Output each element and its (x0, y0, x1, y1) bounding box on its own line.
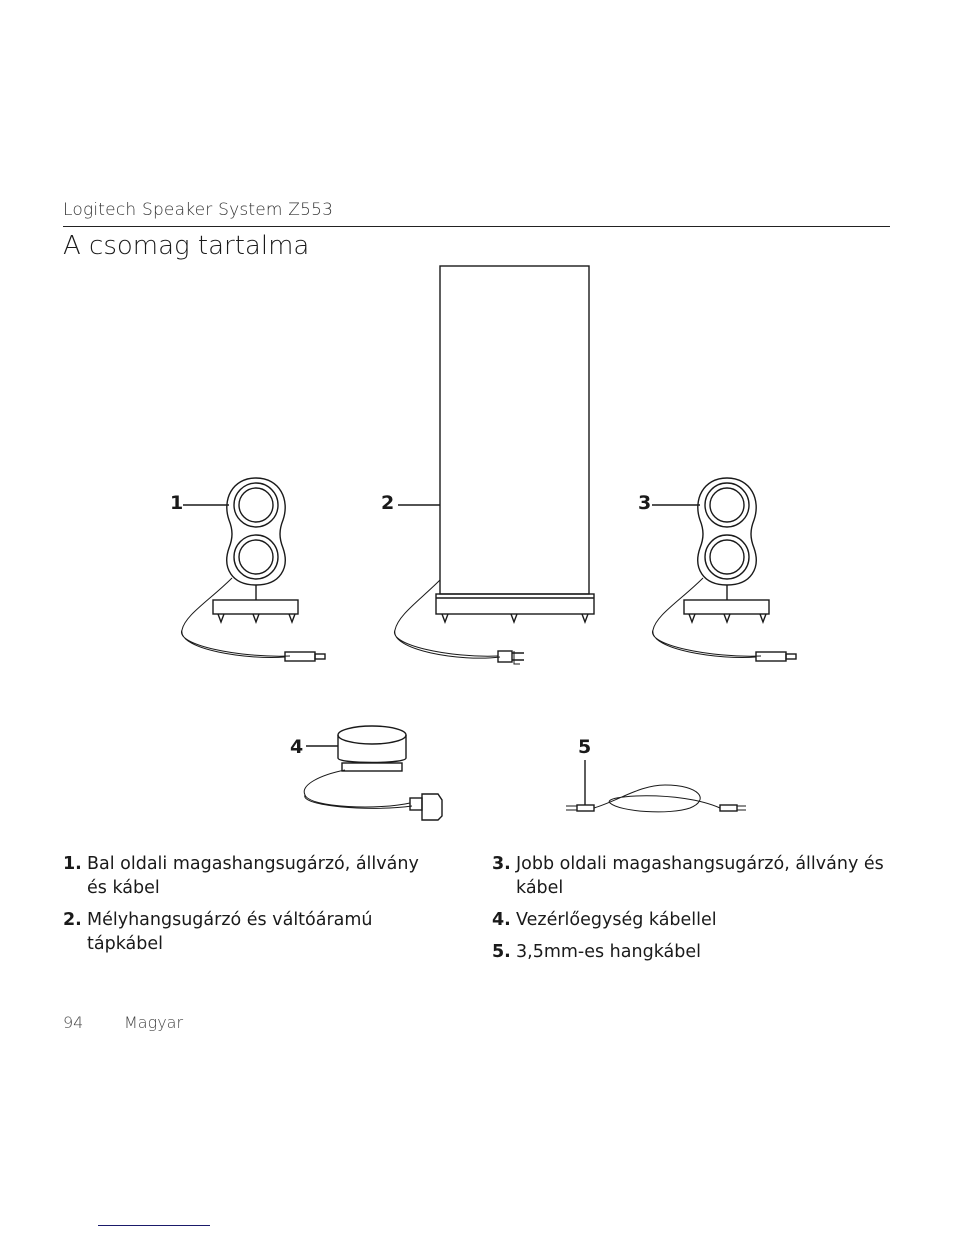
audio-cable (566, 760, 746, 813)
page-number: 94 (63, 1013, 84, 1032)
callout-2: 2 (381, 492, 395, 514)
page-title: A csomag tartalma (63, 231, 310, 261)
list-item-number: 2. (63, 910, 82, 930)
list-item-number: 4. (492, 910, 511, 930)
bottom-rule (98, 1225, 210, 1226)
list-item: 2. Mélyhangsugárzó és váltóáramú tápkábe… (63, 908, 443, 956)
list-item-number: 1. (63, 854, 82, 874)
list-item-text: 3,5mm-es hangkábel (516, 942, 701, 962)
list-item-text: Jobb oldali magashangsugárzó, állvány és… (516, 854, 884, 898)
header-rule (63, 226, 890, 227)
list-item: 1. Bal oldali magashangsugárzó, állvány … (63, 852, 443, 900)
callout-3: 3 (638, 492, 652, 514)
control-pod (303, 725, 443, 821)
list-item-text: Bal oldali magashangsugárzó, állvány és … (87, 854, 419, 898)
callout-1: 1 (170, 492, 184, 514)
list-item-number: 3. (492, 854, 511, 874)
product-header: Logitech Speaker System Z553 (63, 200, 334, 220)
list-item: 3. Jobb oldali magashangsugárzó, állvány… (492, 852, 890, 900)
right-satellite-speaker (652, 477, 797, 662)
callout-5: 5 (578, 736, 592, 758)
footer-language: Magyar (124, 1013, 184, 1032)
list-item-text: Mélyhangsugárzó és váltóáramú tápkábel (87, 910, 373, 954)
left-satellite-speaker (181, 477, 326, 662)
contents-list-left: 1. Bal oldali magashangsugárzó, állvány … (63, 852, 443, 964)
contents-list-right: 3. Jobb oldali magashangsugárzó, állvány… (492, 852, 890, 972)
list-item-number: 5. (492, 942, 511, 962)
list-item: 5. 3,5mm-es hangkábel (492, 940, 890, 964)
list-item-text: Vezérlőegység kábellel (516, 910, 717, 930)
subwoofer (394, 265, 595, 665)
list-item: 4. Vezérlőegység kábellel (492, 908, 890, 932)
callout-4: 4 (290, 736, 304, 758)
